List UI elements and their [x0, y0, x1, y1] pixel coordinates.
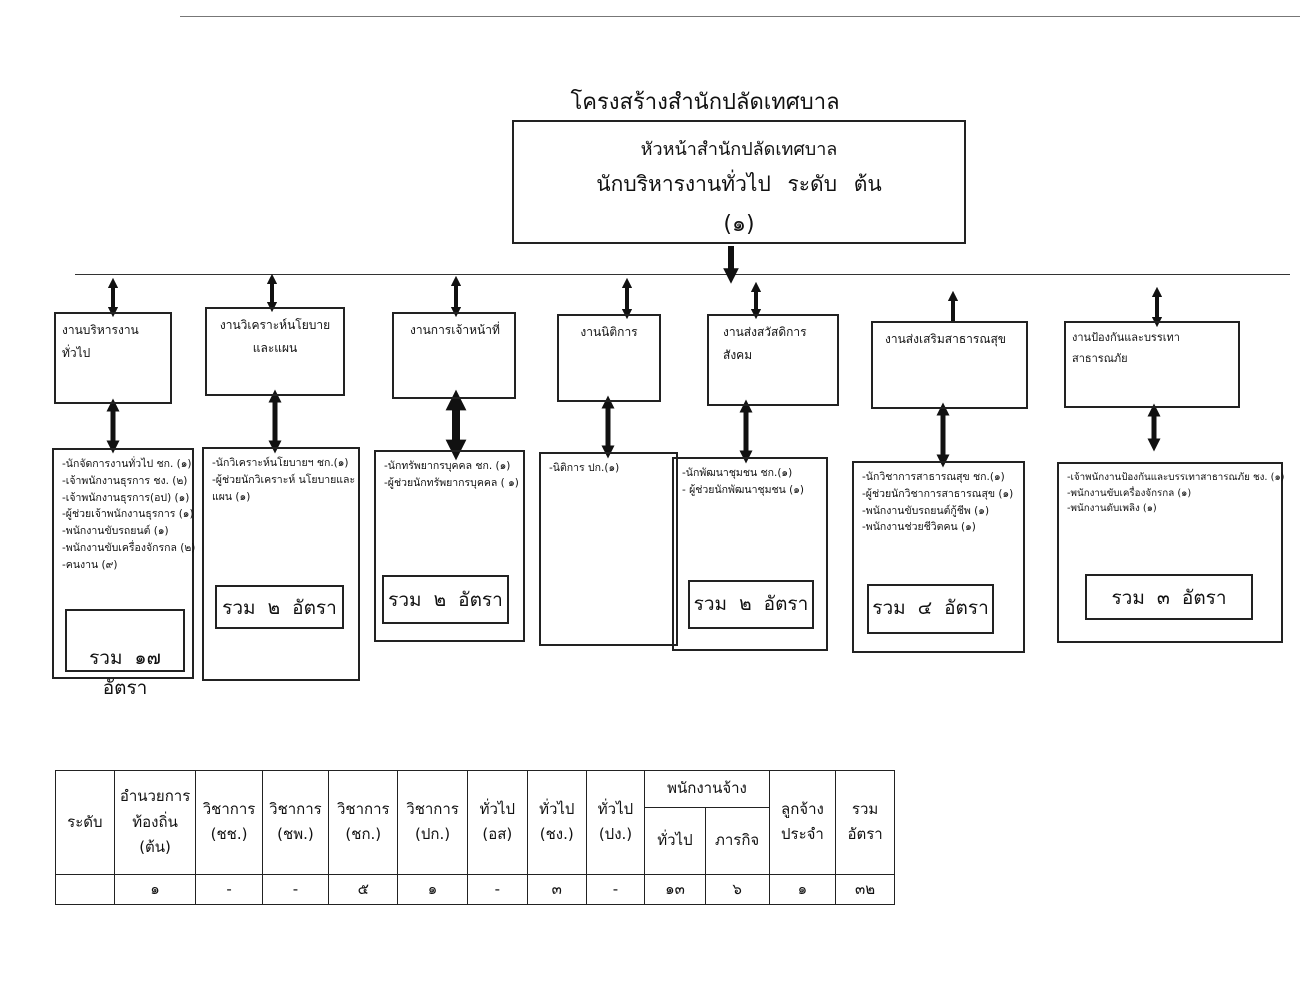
- dept-personnel: งานการเจ้าหน้าที่: [392, 312, 516, 399]
- header-gen-os: ทั่วไป(อส): [466, 770, 528, 875]
- positions-disaster-prevention: -เจ้าพนักงานป้องกันและบรรเทาสาธารณภัย ชง…: [1057, 462, 1285, 643]
- position-item: - ผู้ช่วยนักพัฒนาชุมชน (๑): [682, 483, 805, 496]
- head-count: (๑): [723, 212, 755, 237]
- dept-label: งานการเจ้าหน้าที่: [410, 323, 500, 337]
- dept-label: งานป้องกันและบรรเทาสาธารณภัย: [1072, 331, 1180, 365]
- table-header-row: ระดับ อำนวยการท้องถิ่น(ต้น) วิชาการ(ชช.)…: [55, 770, 895, 875]
- dept-label: งานส่งสวัสดิการสังคม: [723, 325, 807, 362]
- header-acad-chp: วิชาการ(ชพ.): [261, 770, 330, 875]
- connector-line: [75, 274, 1290, 275]
- staff-summary-table: ระดับ อำนวยการท้องถิ่น(ต้น) วิชาการ(ชช.)…: [55, 770, 895, 905]
- total-label: รวม ๒ อัตรา: [222, 597, 337, 619]
- position-item: -เจ้าพนักงานธุรการ(อป) (๑): [62, 491, 190, 504]
- dept-label: งานบริหารงานทั่วไป: [62, 323, 139, 360]
- position-item: -ผู้ช่วยนักวิเคราะห์ นโยบายและ: [212, 473, 356, 486]
- table-row: ๑ - - ๕ ๑ - ๓ - ๑๓ ๖ ๑ ๓๒: [55, 873, 895, 905]
- table-cell: ๖: [704, 873, 770, 905]
- header-contract: พนักงานจ้าง: [644, 770, 770, 808]
- dept-label: งานวิเคราะห์นโยบายและแผน: [219, 318, 331, 355]
- dept-label: งานนิติการ: [580, 325, 638, 339]
- table-cell: ๑: [113, 873, 197, 905]
- positions-general-admin: -นักจัดการงานทั่วไป ชก. (๑) -เจ้าพนักงาน…: [52, 448, 196, 679]
- position-item: -นักวิเคราะห์นโยบายฯ ชก.(๑): [212, 457, 349, 469]
- position-item: -เจ้าพนักงานป้องกันและบรรเทาสาธารณภัย ชง…: [1067, 472, 1285, 483]
- position-item: -พนักงานขับรถยนต์ (๑): [62, 525, 169, 538]
- total-policy-planning: รวม ๒ อัตรา: [215, 585, 344, 629]
- table-cell: [55, 873, 115, 905]
- table-cell: ๑๓: [644, 873, 706, 905]
- dept-public-health: งานส่งเสริมสาธารณสุข: [871, 321, 1028, 409]
- total-label: รวม ๑๗ อัตรา: [89, 647, 161, 699]
- header-total: รวมอัตรา: [835, 770, 895, 875]
- position-item: -พนักงานขับรถยนต์กู้ชีพ (๑): [862, 504, 990, 517]
- header-contract-general: ทั่วไป: [644, 807, 706, 875]
- position-item: -คนงาน (๙): [62, 558, 118, 571]
- table-cell: -: [585, 873, 646, 905]
- page-title: โครงสร้างสำนักปลัดเทศบาล: [570, 90, 840, 115]
- total-label: รวม ๒ อัตรา: [388, 589, 503, 611]
- table-cell: ๕: [328, 873, 399, 905]
- table-cell: ๑: [768, 873, 837, 905]
- table-subheader-row: ทั่วไป ภารกิจ: [56, 807, 895, 875]
- header-acad-pk: วิชาการ(ปก.): [397, 770, 468, 875]
- position-item: -นักพัฒนาชุมชน ชก.(๑): [682, 467, 793, 479]
- positions-social-welfare: -นักพัฒนาชุมชน ชก.(๑) - ผู้ช่วยนักพัฒนาช…: [672, 457, 828, 651]
- positions-public-health: -นักวิชาการสาธารณสุข ชก.(๑) -ผู้ช่วยนักว…: [852, 461, 1025, 653]
- total-social-welfare: รวม ๒ อัตรา: [688, 580, 814, 629]
- position-item: -พนักงานดับเพลิง (๑): [1067, 503, 1157, 515]
- header-gen-pg: ทั่วไป(ปง.): [585, 770, 646, 875]
- position-item: -นักจัดการงานทั่วไป ชก. (๑): [62, 458, 192, 470]
- positions-personnel: -นักทรัพยากรบุคคล ชก. (๑) -ผู้ช่วยนักทรั…: [374, 450, 525, 642]
- position-item: แผน (๑): [212, 490, 251, 503]
- dept-legal: งานนิติการ: [557, 314, 661, 402]
- header-contract-mission: ภารกิจ: [704, 807, 770, 875]
- position-item: -ผู้ช่วยนักวิชาการสาธารณสุข (๑): [862, 487, 1014, 500]
- head-position: นักบริหารงานทั่วไป ระดับ ต้น: [596, 172, 882, 196]
- head-title: หัวหน้าสำนักปลัดเทศบาล: [640, 139, 838, 160]
- total-public-health: รวม ๔ อัตรา: [867, 584, 994, 634]
- table-cell: -: [261, 873, 330, 905]
- head-box: หัวหน้าสำนักปลัดเทศบาล นักบริหารงานทั่วไ…: [512, 120, 966, 244]
- header-local-admin: อำนวยการท้องถิ่น(ต้น): [113, 770, 197, 875]
- total-general-admin: รวม ๑๗ อัตรา: [65, 609, 185, 699]
- dept-disaster-prevention: งานป้องกันและบรรเทาสาธารณภัย: [1064, 321, 1240, 408]
- table-cell: ๓: [526, 873, 587, 905]
- header-permanent: ลูกจ้างประจำ: [768, 770, 837, 875]
- dept-general-admin: งานบริหารงานทั่วไป: [54, 312, 172, 404]
- dept-label: งานส่งเสริมสาธารณสุข: [885, 332, 1006, 346]
- total-personnel: รวม ๒ อัตรา: [382, 575, 509, 624]
- table-cell: -: [195, 873, 263, 905]
- total-label: รวม ๔ อัตรา: [872, 597, 989, 619]
- total-disaster-prevention: รวม ๓ อัตรา: [1085, 574, 1253, 620]
- table-cell: ๓๒: [835, 873, 895, 905]
- total-label: รวม ๓ อัตรา: [1111, 587, 1227, 609]
- header-acad-chk: วิชาการ(ชก.): [328, 770, 399, 875]
- header-level: ระดับ: [55, 770, 115, 875]
- positions-policy-planning: -นักวิเคราะห์นโยบายฯ ชก.(๑) -ผู้ช่วยนักว…: [202, 447, 360, 681]
- position-item: -ผู้ช่วยเจ้าพนักงานธุรการ (๑): [62, 508, 194, 521]
- position-item: -นักทรัพยากรบุคคล ชก. (๑): [384, 460, 511, 472]
- header-acad-chch: วิชาการ(ชช.): [195, 770, 263, 875]
- scan-top-border: [180, 16, 1300, 17]
- position-item: -นิติการ ปก.(๑): [549, 462, 620, 474]
- position-item: -พนักงานขับเครื่องจักรกล (๒): [62, 541, 196, 554]
- header-gen-chg: ทั่วไป(ชง.): [526, 770, 587, 875]
- dept-social-welfare: งานส่งสวัสดิการสังคม: [707, 314, 839, 406]
- position-item: -นักวิชาการสาธารณสุข ชก.(๑): [862, 471, 1005, 483]
- total-label: รวม ๒ อัตรา: [693, 593, 809, 615]
- position-item: -พนักงานช่วยชีวิตคน (๑): [862, 521, 976, 534]
- table-cell: ๑: [397, 873, 468, 905]
- position-item: -เจ้าพนักงานธุรการ ชง. (๒): [62, 474, 188, 487]
- position-item: -พนักงานขับเครื่องจักรกล (๑): [1067, 487, 1192, 499]
- dept-policy-planning: งานวิเคราะห์นโยบายและแผน: [205, 307, 345, 396]
- positions-legal: -นิติการ ปก.(๑): [539, 452, 678, 646]
- position-item: -ผู้ช่วยนักทรัพยากรบุคคล ( ๑): [384, 476, 519, 489]
- table-cell: -: [466, 873, 528, 905]
